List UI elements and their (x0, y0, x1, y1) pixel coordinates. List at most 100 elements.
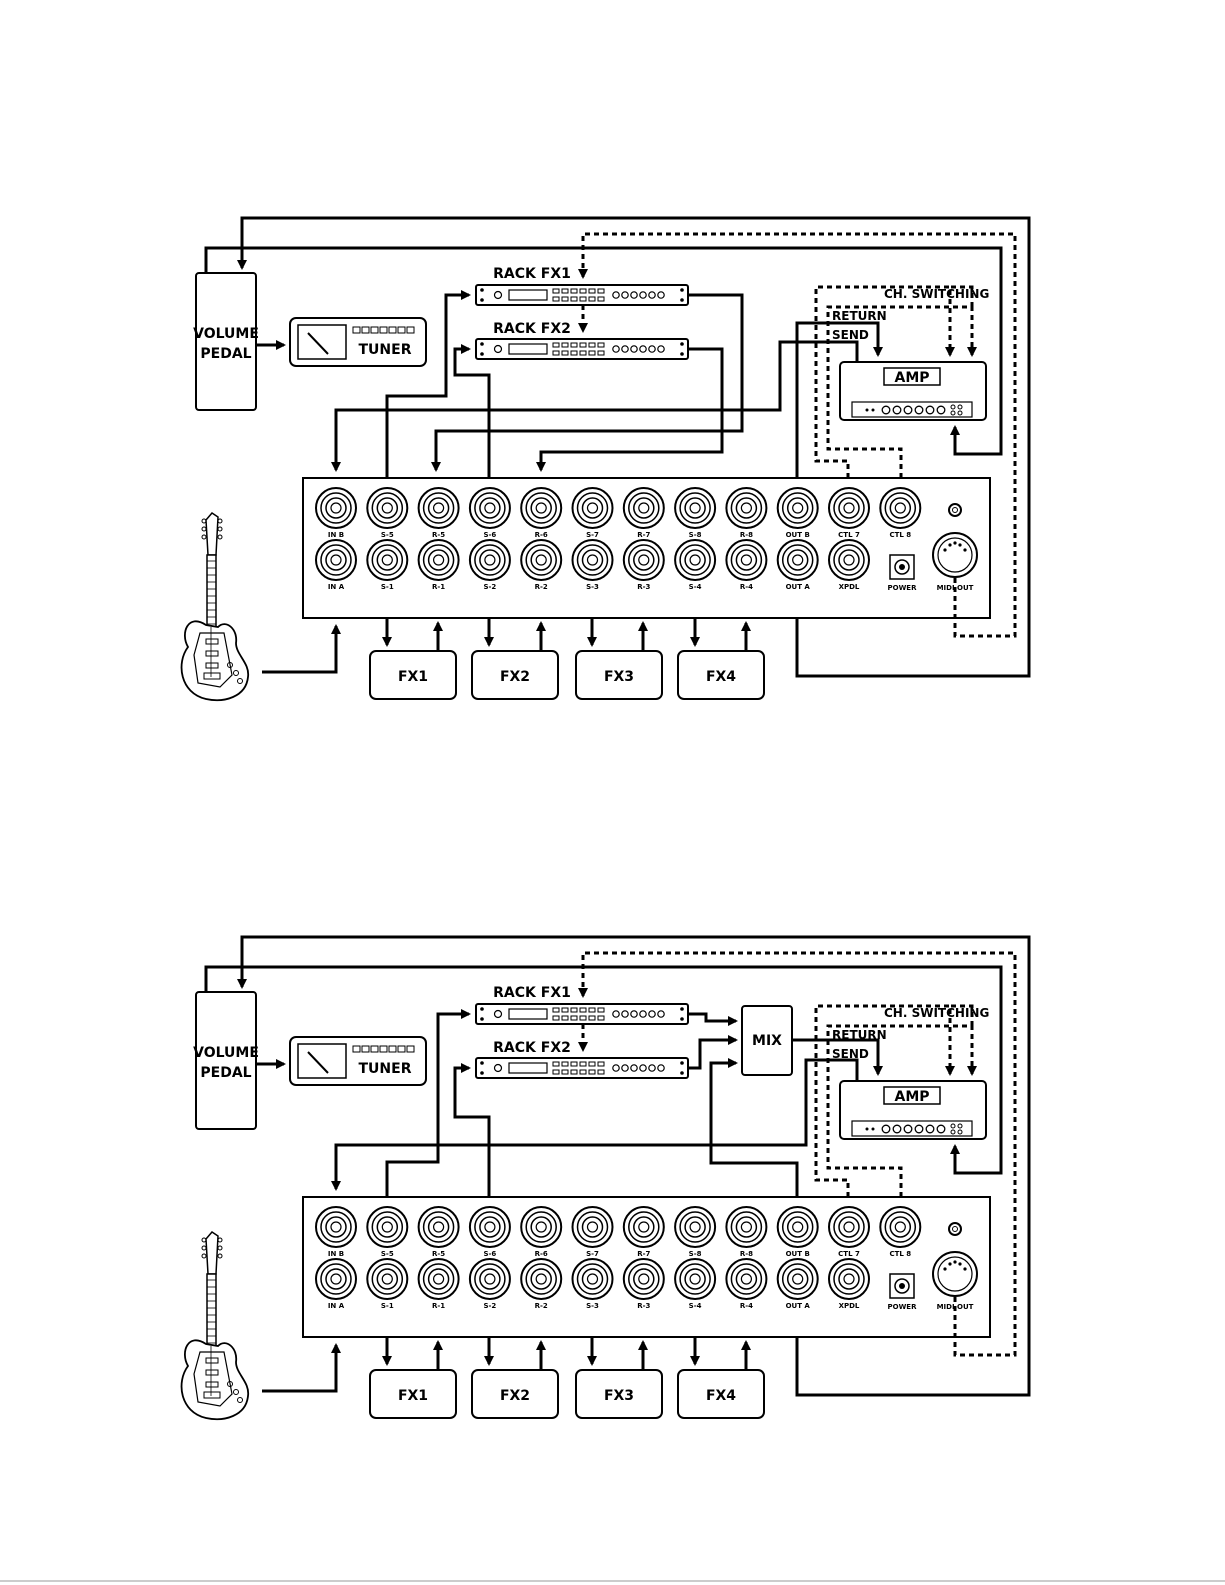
jack-s-5: S-5 (366, 1206, 409, 1258)
jack-label: CTL 8 (889, 531, 911, 539)
jack-label: R-6 (535, 531, 548, 539)
power-jack-icon (889, 1273, 915, 1299)
svg-text:FX1: FX1 (398, 1388, 428, 1404)
svg-text:CH. SWITCHING: CH. SWITCHING (884, 287, 989, 301)
guitar-icon (180, 1231, 249, 1420)
svg-text:FX4: FX4 (706, 1388, 736, 1404)
jack-s-5: S-5 (366, 487, 409, 539)
rack-fx1: RACK FX1 (475, 266, 689, 306)
jack-s-1: S-1 (366, 539, 409, 591)
jack-s-4: S-4 (674, 1258, 717, 1310)
tuner: TUNER (289, 317, 427, 367)
jack-label: IN B (328, 1250, 344, 1258)
jack-out-b: OUT B (776, 1206, 819, 1258)
jack-label: OUT A (786, 583, 811, 591)
jack-s-7: S-7 (571, 1206, 614, 1258)
jack-label: S-2 (483, 1302, 496, 1310)
jack-ctl-8: CTL 8 (879, 1206, 922, 1258)
jack-xpdl: XPDL (828, 1258, 870, 1310)
jack-label: XPDL (839, 583, 860, 591)
jack-in-b: IN B (315, 1206, 357, 1258)
jack-ctl-8: CTL 8 (879, 487, 922, 539)
jack-label: IN A (328, 583, 345, 591)
jack-label: R-7 (637, 531, 650, 539)
jack-label: R-1 (432, 583, 445, 591)
jack-ctl-7: CTL 7 (828, 487, 870, 539)
jack-r-1: R-1 (417, 1258, 460, 1310)
jack-label: R-8 (740, 531, 753, 539)
jack-label: CTL 8 (889, 1250, 911, 1258)
svg-text:SEND: SEND (832, 328, 869, 342)
jack-label: R-4 (740, 583, 753, 591)
jack-label: S-4 (689, 583, 702, 591)
svg-text:FX1: FX1 (398, 669, 428, 685)
jack-label: S-6 (483, 531, 496, 539)
jack-out-a: OUT A (776, 1258, 819, 1310)
volume-pedal: VOLUME PEDAL (193, 272, 259, 411)
svg-text:FX2: FX2 (500, 669, 530, 685)
fx-boxes: FX1 FX2 FX3 FX4 (369, 650, 765, 700)
jack-label: S-2 (483, 583, 496, 591)
fx-boxes: FX1 FX2 FX3 FX4 (369, 1369, 765, 1419)
svg-text:AMP: AMP (894, 370, 929, 386)
svg-text:VOLUME: VOLUME (193, 1045, 259, 1061)
svg-text:TUNER: TUNER (359, 342, 412, 358)
jack-label: S-1 (381, 1302, 394, 1310)
jack-r-1: R-1 (417, 539, 460, 591)
jack-label: R-2 (535, 583, 548, 591)
jack-label: S-6 (483, 1250, 496, 1258)
jack-label: R-5 (432, 1250, 445, 1258)
jack-label: S-8 (689, 1250, 702, 1258)
rack-fx2: RACK FX2 (475, 1040, 689, 1079)
jack-r-3: R-3 (622, 539, 665, 591)
jack-label: R-8 (740, 1250, 753, 1258)
jack-out-b: OUT B (776, 487, 819, 539)
jack-s-3: S-3 (571, 1258, 614, 1310)
cables (204, 216, 1031, 678)
jack-s-4: S-4 (674, 539, 717, 591)
jack-s-6: S-6 (468, 487, 511, 539)
jack-label: R-2 (535, 1302, 548, 1310)
jack-r-5: R-5 (417, 487, 460, 539)
jack-label: CTL 7 (838, 1250, 860, 1258)
svg-text:VOLUME: VOLUME (193, 326, 259, 342)
tuner-leds-icon (352, 1045, 415, 1053)
jack-r-8: R-8 (725, 1206, 768, 1258)
jack-label: S-8 (689, 531, 702, 539)
guitar-icon (180, 512, 249, 701)
svg-text:POWER: POWER (888, 1303, 918, 1311)
jack-r-7: R-7 (622, 1206, 665, 1258)
svg-text:RACK FX2: RACK FX2 (493, 321, 571, 337)
svg-text:FX2: FX2 (500, 1388, 530, 1404)
svg-text:FX3: FX3 (604, 669, 634, 685)
jack-label: R-3 (637, 1302, 650, 1310)
jack-r-2: R-2 (520, 539, 563, 591)
jack-label: R-3 (637, 583, 650, 591)
jack-label: IN B (328, 531, 344, 539)
tuner-leds-icon (352, 326, 415, 334)
jack-r-3: R-3 (622, 1258, 665, 1310)
jack-r-6: R-6 (520, 1206, 563, 1258)
jack-label: R-6 (535, 1250, 548, 1258)
jack-s-8: S-8 (674, 1206, 717, 1258)
jack-s-2: S-2 (468, 1258, 511, 1310)
svg-text:SEND: SEND (832, 1047, 869, 1061)
jack-label: R-1 (432, 1302, 445, 1310)
jack-label: OUT A (786, 1302, 811, 1310)
jack-r-4: R-4 (725, 1258, 768, 1310)
jack-label: R-4 (740, 1302, 753, 1310)
rack-fx1: RACK FX1 (475, 985, 689, 1025)
jack-s-8: S-8 (674, 487, 717, 539)
jack-label: OUT B (786, 531, 810, 539)
amp: AMP (839, 361, 987, 421)
mix-box: MIX (741, 1005, 793, 1076)
jack-r-4: R-4 (725, 539, 768, 591)
svg-text:RACK FX1: RACK FX1 (493, 985, 571, 1001)
jack-label: S-4 (689, 1302, 702, 1310)
jack-label: R-5 (432, 531, 445, 539)
power-jack-icon (889, 554, 915, 580)
jack-label: S-5 (381, 531, 394, 539)
